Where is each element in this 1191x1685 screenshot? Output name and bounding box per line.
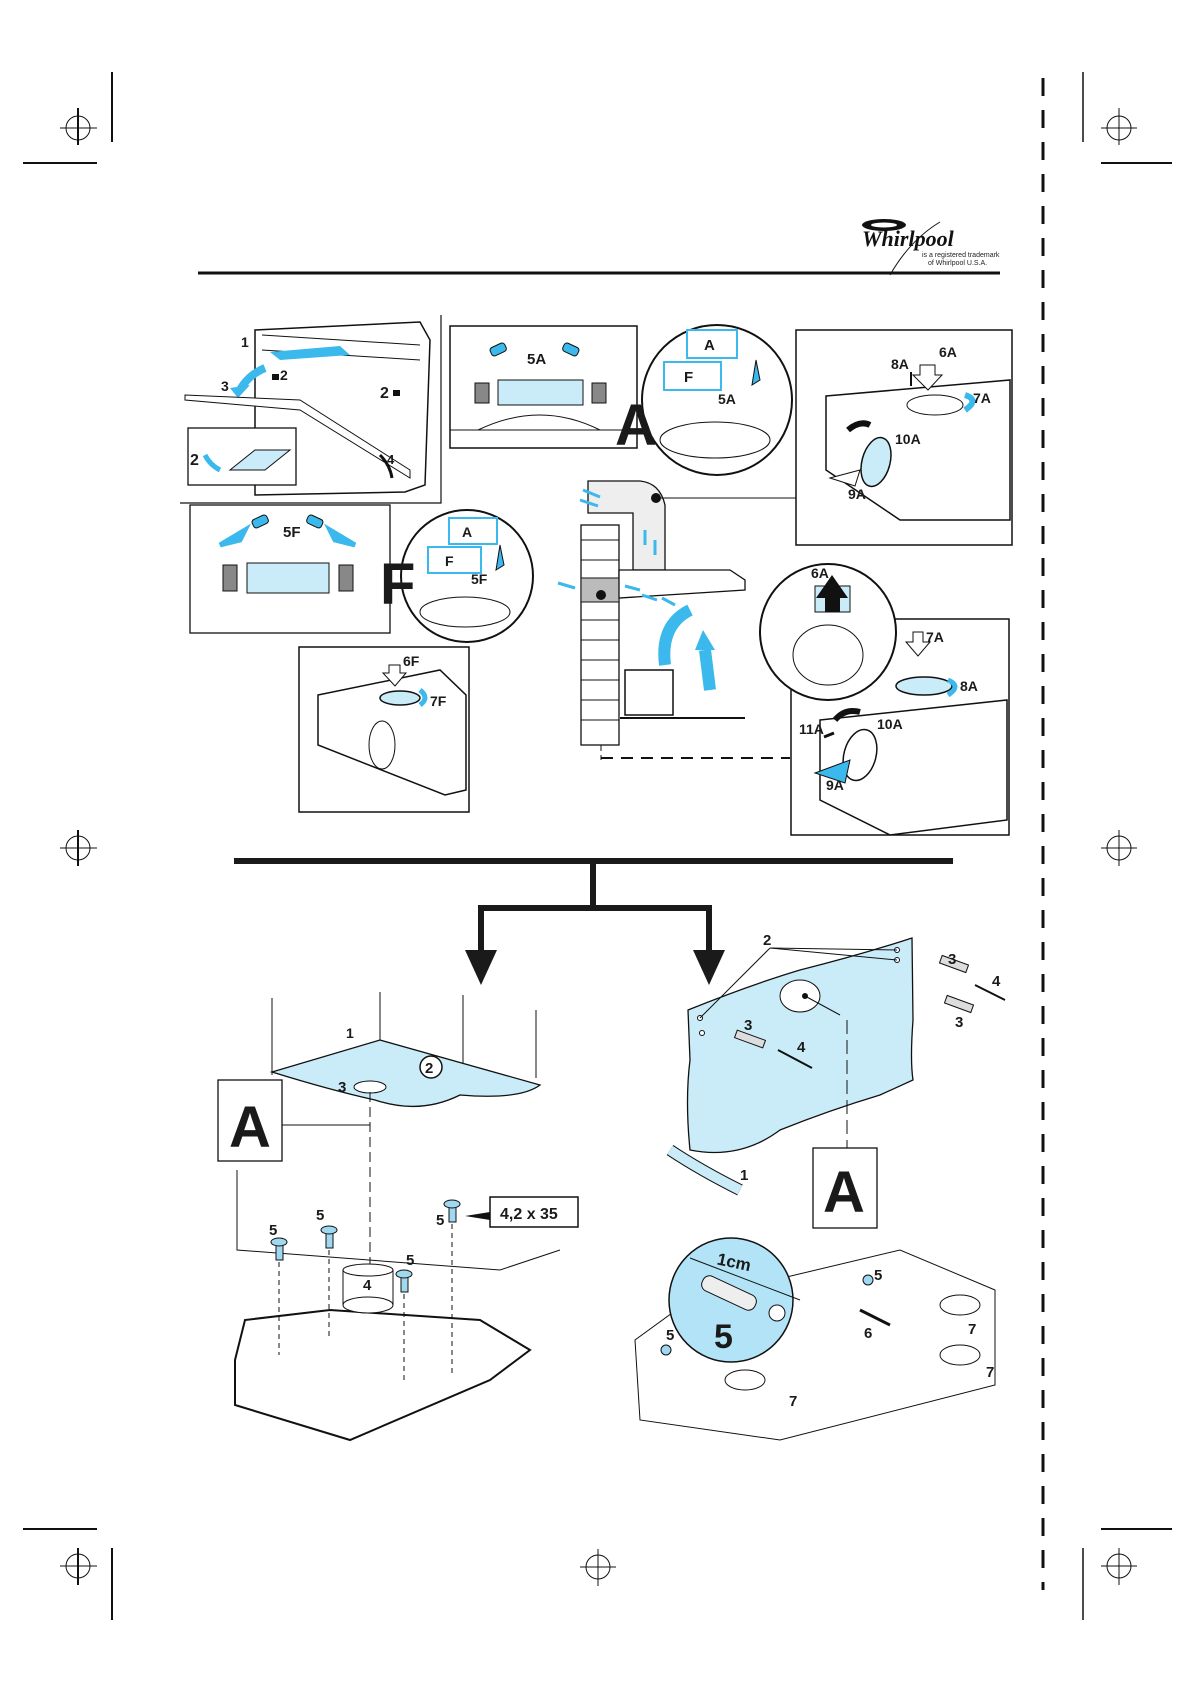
mode-letter: A (229, 1095, 271, 1160)
trademark-line-2: of Whirlpool U.S.A. (928, 260, 987, 267)
step-label: 6A (939, 344, 957, 360)
lamp-replacement-a-diagram: 5A A F 5A A (450, 325, 792, 475)
step-label: 5 (269, 1222, 277, 1239)
step-label: 2 (280, 367, 288, 383)
ducting-a-diagram: 8A 6A 7A 10A 9A (796, 330, 1012, 545)
brand-logo: Whirlpool is a registered trademark of W… (862, 219, 1000, 275)
recirculation-f-diagram: 6F 7F (299, 647, 469, 812)
step-label: 11A (799, 721, 824, 737)
step-label: 5A (527, 351, 546, 368)
step-label: 2 (190, 452, 199, 469)
brand-name: Whirlpool (862, 226, 955, 251)
crop-marks (23, 72, 1172, 1620)
step-label: 7A (973, 390, 991, 406)
mode-box-f: F (445, 553, 454, 569)
step-label: 10A (895, 431, 921, 447)
mode-box-a: A (704, 337, 715, 354)
step-label: 2 (380, 385, 389, 402)
step-label: 8A (960, 678, 978, 694)
down-arrow-icon (693, 950, 725, 985)
step-label: 3 (221, 378, 229, 394)
step-label: 5 (666, 1327, 674, 1344)
filter-removal-diagram: 1 2 3 2 2 4 (180, 315, 441, 503)
step-label: 2 (763, 932, 771, 949)
registration-mark-icon (60, 1548, 97, 1585)
step-label: 4 (387, 452, 395, 467)
step-label: 4 (797, 1039, 806, 1056)
airflow-arrow-icon (664, 610, 690, 665)
lamp-replacement-f-diagram: 5F A F 5F F (190, 505, 533, 642)
down-arrow-icon (465, 950, 497, 985)
step-label: 5 (316, 1207, 324, 1224)
registration-mark-icon (1101, 830, 1137, 866)
step-label: 7 (986, 1364, 994, 1381)
step-label: 6 (864, 1325, 872, 1342)
mode-letter: F (380, 552, 415, 617)
step-label: 8A (891, 356, 909, 372)
registration-mark-icon (60, 108, 97, 145)
mode-letter: A (615, 393, 657, 458)
step-label: 5 (874, 1267, 882, 1284)
registration-mark-icon (580, 1549, 616, 1586)
step-label: 5A (718, 391, 736, 407)
step-label: 9A (826, 777, 844, 793)
airflow-arrow-icon (705, 650, 710, 690)
step-label: 1 (241, 334, 249, 350)
step-label: 7A (926, 629, 944, 645)
step-label: 3 (338, 1079, 346, 1096)
step-label: 6A (811, 565, 829, 581)
mode-box-a: A (462, 524, 472, 540)
step-label: 9A (848, 486, 866, 502)
registration-mark-icon (1101, 108, 1137, 145)
step-label: 5 (714, 1318, 733, 1356)
step-label: 3 (948, 951, 956, 968)
mode-box-f: F (684, 369, 693, 386)
step-label: 7F (430, 693, 447, 709)
cabinet-mounting-diagram: 2 1 3 A 4 5 5 5 5 4,2 x 35 (218, 992, 578, 1440)
step-label: 5F (283, 524, 301, 541)
step-label: 5 (406, 1252, 414, 1269)
pot-icon (625, 670, 673, 715)
step-label: 7 (968, 1321, 976, 1338)
step-label: 2 (425, 1060, 433, 1077)
step-label: 6F (403, 653, 420, 669)
mode-letter: A (823, 1160, 865, 1225)
template-sheet (272, 1040, 540, 1106)
screw-spec: 4,2 x 35 (500, 1206, 558, 1223)
step-label: 4 (363, 1277, 372, 1294)
hood-profile (619, 570, 745, 598)
step-label: 3 (955, 1014, 963, 1031)
step-label: 1 (346, 1025, 354, 1041)
step-label: 1 (740, 1167, 748, 1184)
tape-strip (670, 1150, 740, 1190)
step-label: 5F (471, 571, 488, 587)
damper-valve-a-diagram: 6A 7A 8A 11A 10A 9A (760, 564, 1009, 835)
wall-mounting-diagram: 2 3 4 3 4 3 1 A 1cm 5 5 5 6 (635, 932, 1005, 1440)
step-label: 3 (744, 1017, 752, 1034)
trademark-line-1: is a registered trademark (922, 252, 1000, 259)
step-label: 5 (436, 1212, 444, 1229)
registration-mark-icon (60, 830, 97, 866)
step-label: 10A (877, 716, 903, 732)
step-label: 4 (992, 973, 1001, 990)
step-label: 7 (789, 1393, 797, 1410)
registration-mark-icon (1101, 1548, 1137, 1585)
